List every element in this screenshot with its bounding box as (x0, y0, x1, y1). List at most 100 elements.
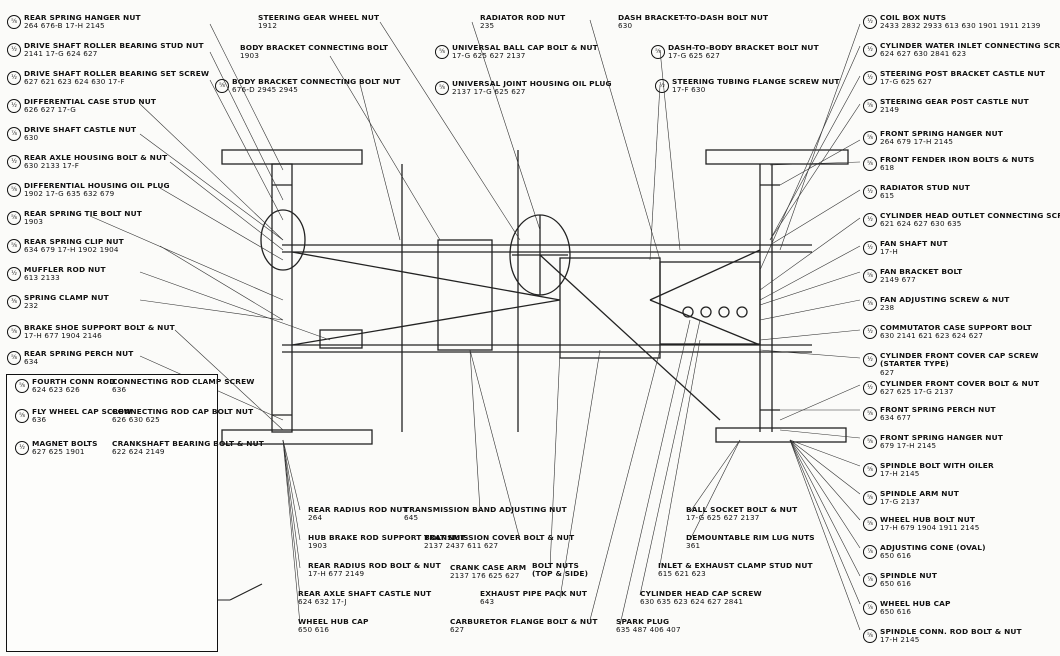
label-title: Steering Tubing Flange Screw Nut (672, 77, 840, 86)
label-title: Front Spring Perch Nut (880, 405, 996, 414)
rear-axle-housing (271, 163, 293, 433)
wrench-size-icon: ⅝ (7, 325, 21, 339)
label-title: Steering Gear Post Castle Nut (880, 97, 1029, 106)
label-numbers: 361 (686, 541, 701, 551)
label-wheel-hub-cap-rear: Wheel Hub Cap 650 616 (298, 617, 369, 635)
label-numbers: 2149 (880, 105, 900, 115)
label-crankshaft-bearing-bolt-nut: Crankshaft Bearing Bolt & Nut 622 624 21… (112, 439, 264, 457)
label-title: Exhaust Pipe Pack Nut (480, 589, 588, 598)
label-numbers: 1902 17-G 635 632 679 (24, 189, 115, 199)
label-numbers: 2137 176 625 627 (450, 571, 520, 581)
label-numbers: 17-G 625 627 (880, 77, 932, 87)
wrench-size-icon: ½ (7, 71, 21, 85)
label-title: Crankshaft Bearing Bolt & Nut (112, 439, 264, 448)
label-title: Radiator Rod Nut (480, 13, 566, 22)
wrench-size-icon: ½ (7, 43, 21, 57)
label-numbers: 17-H 2145 (880, 469, 920, 479)
wrench-size-icon: ½ (15, 441, 29, 455)
wrench-size-icon: ⅜ (863, 297, 877, 311)
label-title: Hub Brake Rod Support Bolt Nut (308, 533, 466, 542)
label-front-spring-hanger-nut-top: ⅝ Front Spring Hanger Nut 264 679 17-H 2… (863, 129, 1003, 147)
label-magnet-bolts: ½ Magnet Bolts 627 625 1901 (15, 439, 98, 457)
label-cylinder-water-inlet-connecting-screw: ½ Cylinder Water Inlet Connecting Screw … (863, 41, 1060, 59)
label-universal-ball-cap-bolt-nut: ⅝ Universal Ball Cap Bolt & Nut 17-G 625… (435, 43, 598, 61)
label-crank-case-arm: Crank Case Arm 2137 176 625 627 (450, 563, 526, 581)
label-title: Front Spring Hanger Nut (880, 433, 1003, 442)
label-numbers: 615 (880, 191, 895, 201)
rear-axle-bottom (221, 429, 373, 445)
label-demountable-rim-lug-nuts: Demountable Rim Lug Nuts 361 (686, 533, 815, 551)
label-title: Cylinder Front Cover Bolt & Nut (880, 379, 1040, 388)
label-numbers: 624 627 630 2841 623 (880, 49, 967, 59)
wrench-size-icon: ⅝ (863, 435, 877, 449)
label-rear-spring-clip-nut: ⅝ Rear Spring Clip Nut 634 679 17-H 1902… (7, 237, 124, 255)
label-numbers: 618 (880, 163, 895, 173)
label-radiator-rod-nut: Radiator Rod Nut 235 (480, 13, 566, 31)
wrench-size-icon: ½ (863, 43, 877, 57)
wrench-size-icon: ⅝ (215, 79, 229, 93)
label-title: Wheel Hub Cap (298, 617, 369, 626)
label-title: Universal Ball Cap Bolt & Nut (452, 43, 598, 52)
label-numbers: 2433 2832 2933 613 630 1901 1911 2139 (880, 21, 1041, 31)
label-title: Wheel Hub Cap (880, 599, 951, 608)
label-title: Cylinder Head Cap Screw (640, 589, 762, 598)
muffler (319, 329, 363, 349)
label-transmission-cover-bolt-nut: Transmission Cover Bolt & Nut 2137 2437 … (424, 533, 574, 551)
label-cylinder-front-cover-cap-screw: ½ Cylinder Front Cover Cap Screw (Starte… (863, 351, 1039, 377)
label-ball-socket-bolt-nut: Ball Socket Bolt & Nut 17-G 625 627 2137 (686, 505, 797, 523)
label-rear-radius-rod-bolt-nut: Rear Radius Rod Bolt & Nut 17-H 677 2149 (308, 561, 441, 579)
wrench-size-icon: ⅝ (863, 463, 877, 477)
label-title: Brake Shoe Support Bolt & Nut (24, 323, 175, 332)
label-numbers: 17-H 677 2149 (308, 569, 365, 579)
label-title: Drive Shaft Roller Bearing Stud Nut (24, 41, 204, 50)
label-numbers: 679 17-H 2145 (880, 441, 937, 451)
label-differential-housing-oil-plug: ⅝ Differential Housing Oil Plug 1902 17-… (7, 181, 170, 199)
label-rear-spring-hanger-nut: ⅝ Rear Spring Hanger Nut 264 676-B 17-H … (7, 13, 141, 31)
label-spindle-conn-rod-bolt-nut: ⅝ Spindle Conn. Rod Bolt & Nut 17-H 2145 (863, 627, 1022, 645)
wrench-size-icon: ⅝ (651, 45, 665, 59)
label-transmission-band-adjusting-nut: Transmission Band Adjusting Nut 645 (404, 505, 567, 523)
label-title: Front Fender Iron Bolts & Nuts (880, 155, 1035, 164)
label-title: Body Bracket Connecting Bolt (240, 43, 389, 52)
label-coil-box-nuts: ½ Coil Box Nuts 2433 2832 2933 613 630 1… (863, 13, 1041, 31)
front-axle-top (705, 149, 849, 165)
label-title: Adjusting Cone (Oval) (880, 543, 986, 552)
label-title: Fourth Conn Rod (32, 377, 116, 386)
label-fan-shaft-nut: ½ Fan Shaft Nut 17-H (863, 239, 948, 257)
label-title: Connecting Rod Clamp Screw (112, 377, 255, 386)
engine-block (559, 257, 661, 359)
label-numbers: 627 625 1901 (32, 447, 85, 457)
label-subtitle: (Top & Side) (532, 569, 589, 579)
label-steering-gear-wheel-nut: Steering Gear Wheel Nut 1912 (258, 13, 379, 31)
label-title: Bolt Nuts (532, 561, 579, 570)
label-dash-to-body-bracket-bolt-nut: ⅝ Dash-to-Body Bracket Bolt Nut 17-G 625… (651, 43, 819, 61)
wrench-size-icon: ½ (7, 155, 21, 169)
label-numbers: 645 (404, 513, 419, 523)
label-numbers: 630 (24, 133, 39, 143)
wrench-size-icon: ⅝ (7, 239, 21, 253)
label-fourth-conn-rod: ⅝ Fourth Conn Rod 624 623 626 (15, 377, 116, 395)
label-title: Rear Spring Hanger Nut (24, 13, 141, 22)
label-subtitle: (Starter Type) (880, 359, 949, 369)
label-numbers: 630 2133 17-F (24, 161, 80, 171)
label-rear-axle-housing-bolt-nut: ½ Rear Axle Housing Bolt & Nut 630 2133 … (7, 153, 167, 171)
label-numbers: 634 (24, 357, 39, 367)
label-title: Coil Box Nuts (880, 13, 947, 22)
label-numbers: 636 (112, 385, 127, 395)
label-title: Commutator Case Support Bolt (880, 323, 1032, 332)
wrench-size-icon: ½ (7, 99, 21, 113)
label-universal-joint-housing-oil-plug: ⅝ Universal Joint Housing Oil Plug 2137 … (435, 79, 612, 97)
wrench-size-icon: ½ (863, 213, 877, 227)
wrench-size-icon: ⅝ (7, 351, 21, 365)
label-title: Cylinder Front Cover Cap Screw (880, 351, 1039, 360)
label-carburetor-flange-bolt-nut: Carburetor Flange Bolt & Nut 627 (450, 617, 598, 635)
wrench-size-icon: ⅜ (7, 295, 21, 309)
label-title: Fly Wheel Cap Screw (32, 407, 132, 416)
label-title: Rear Spring Tie Bolt Nut (24, 209, 142, 218)
label-radiator-stud-nut: ½ Radiator Stud Nut 615 (863, 183, 970, 201)
label-numbers: 650 616 (880, 607, 912, 617)
label-numbers: 1912 (258, 21, 278, 31)
wrench-size-icon: ⅝ (863, 157, 877, 171)
label-rear-spring-perch-nut: ⅝ Rear Spring Perch Nut 634 (7, 349, 133, 367)
label-wheel-hub-bolt-nut: ⅝ Wheel Hub Bolt Nut 17-H 679 1904 1911 … (863, 515, 979, 533)
